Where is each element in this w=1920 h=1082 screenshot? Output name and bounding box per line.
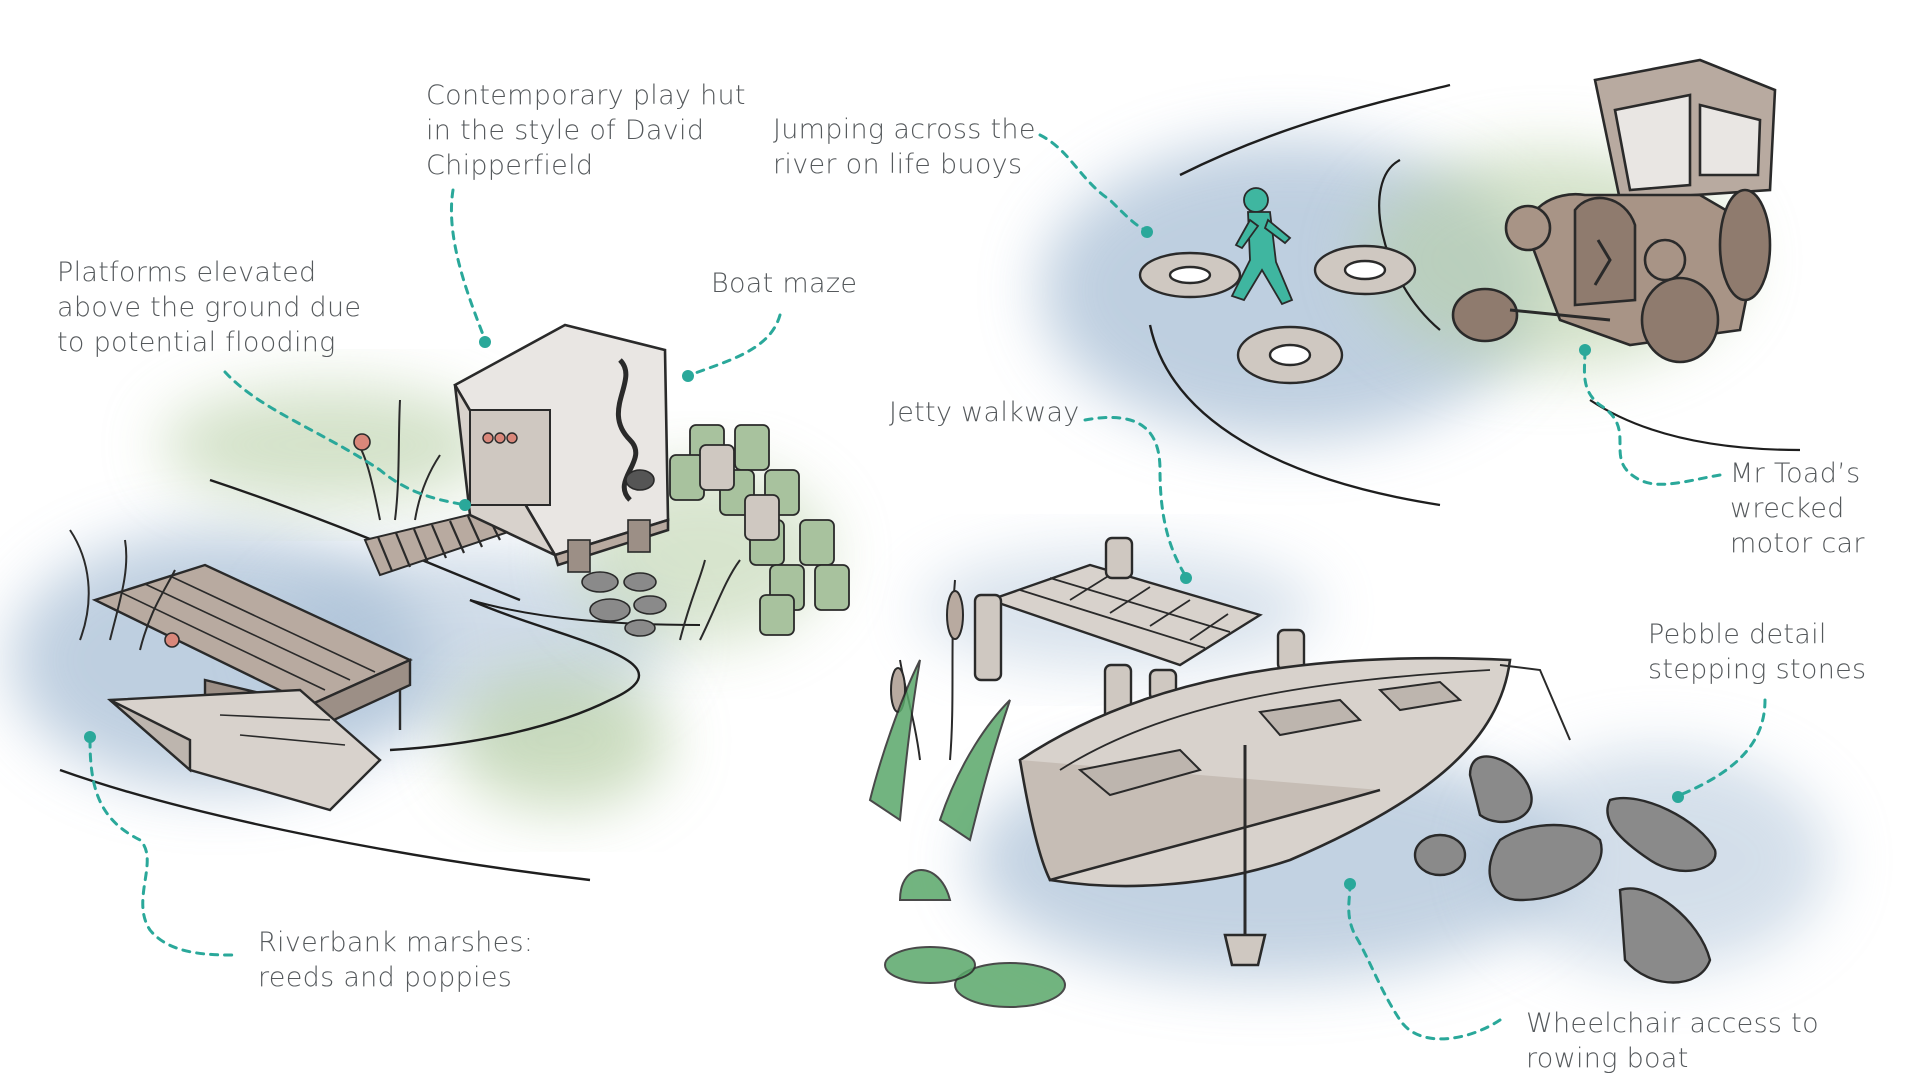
stepping-stones [1413, 755, 1717, 984]
leader-platforms [223, 370, 467, 507]
jetty-walkway [973, 536, 1306, 727]
left-scene [10, 323, 850, 882]
bank-line [1378, 159, 1441, 331]
label-marshes: Riverbank marshes: reeds and poppies [258, 925, 533, 995]
bank-line [389, 598, 641, 752]
label-mr-toad: Mr Toad’s wrecked motor car [1730, 456, 1865, 561]
label-line: Riverbank marshes: [258, 927, 534, 958]
label-line: Jumping across the [773, 114, 1036, 145]
label-line: in the style of David [426, 115, 705, 146]
stones [581, 571, 667, 637]
label-play-hut: Contemporary play hut in the style of Da… [426, 78, 746, 183]
label-boat-maze: Boat maze [711, 266, 857, 301]
leader-boat-maze [688, 313, 782, 377]
left-boat [106, 688, 382, 812]
label-life-buoys: Jumping across the river on life buoys [773, 112, 1036, 182]
label-line: Jetty walkway [889, 397, 1080, 428]
bottomright-scene [868, 536, 1830, 1008]
label-line: to potential flooding [57, 327, 336, 358]
life-buoys [1138, 244, 1417, 385]
bank-line [1589, 399, 1801, 452]
label-line: Platforms elevated [57, 257, 317, 288]
bank-line [1179, 83, 1451, 177]
poppy-icon [353, 433, 371, 451]
label-line: rowing boat [1526, 1043, 1689, 1074]
grass-wash [160, 385, 500, 505]
label-line: wrecked [1730, 493, 1845, 524]
leader-mr-toad [1582, 348, 1722, 486]
label-platforms: Platforms elevated above the ground due … [57, 255, 361, 360]
label-line: Boat maze [711, 268, 858, 299]
label-line: river on life buoys [773, 149, 1023, 180]
bank-line [59, 768, 591, 882]
bank-line [469, 599, 701, 626]
bank-line [1148, 324, 1441, 507]
label-line: Mr Toad’s [1730, 458, 1861, 489]
label-line: Contemporary play hut [426, 80, 746, 111]
leader-life-buoys [1038, 133, 1147, 232]
boat-maze-posts [669, 424, 850, 636]
label-jetty: Jetty walkway [889, 395, 1080, 430]
grass-wash [450, 670, 670, 810]
reeds-and-leaves [868, 579, 1066, 1008]
label-line: above the ground due [57, 292, 362, 323]
topright-scene [1040, 58, 1801, 507]
leader-lines [88, 133, 1767, 1041]
rowing-boat [1018, 656, 1571, 967]
label-line: Wheelchair access to [1526, 1008, 1819, 1039]
label-line: stepping stones [1648, 654, 1867, 685]
leader-play-hut [449, 188, 487, 342]
label-wheelchair: Wheelchair access to rowing boat [1526, 1006, 1819, 1076]
leader-dots [84, 226, 1684, 890]
label-line: reeds and poppies [258, 962, 513, 993]
leader-jetty [1083, 415, 1187, 577]
play-hut [453, 323, 670, 573]
wrecked-car [1451, 58, 1777, 364]
leader-wheelchair [1347, 883, 1502, 1041]
leader-pebbles [1678, 698, 1767, 797]
label-line: Chipperfield [426, 150, 594, 181]
leader-marshes [88, 738, 237, 957]
child-figure-icon [1230, 187, 1294, 306]
label-line: motor car [1730, 528, 1865, 559]
label-line: Pebble detail [1648, 619, 1827, 650]
poppy-icon [164, 632, 180, 648]
label-pebbles: Pebble detail stepping stones [1648, 617, 1866, 687]
